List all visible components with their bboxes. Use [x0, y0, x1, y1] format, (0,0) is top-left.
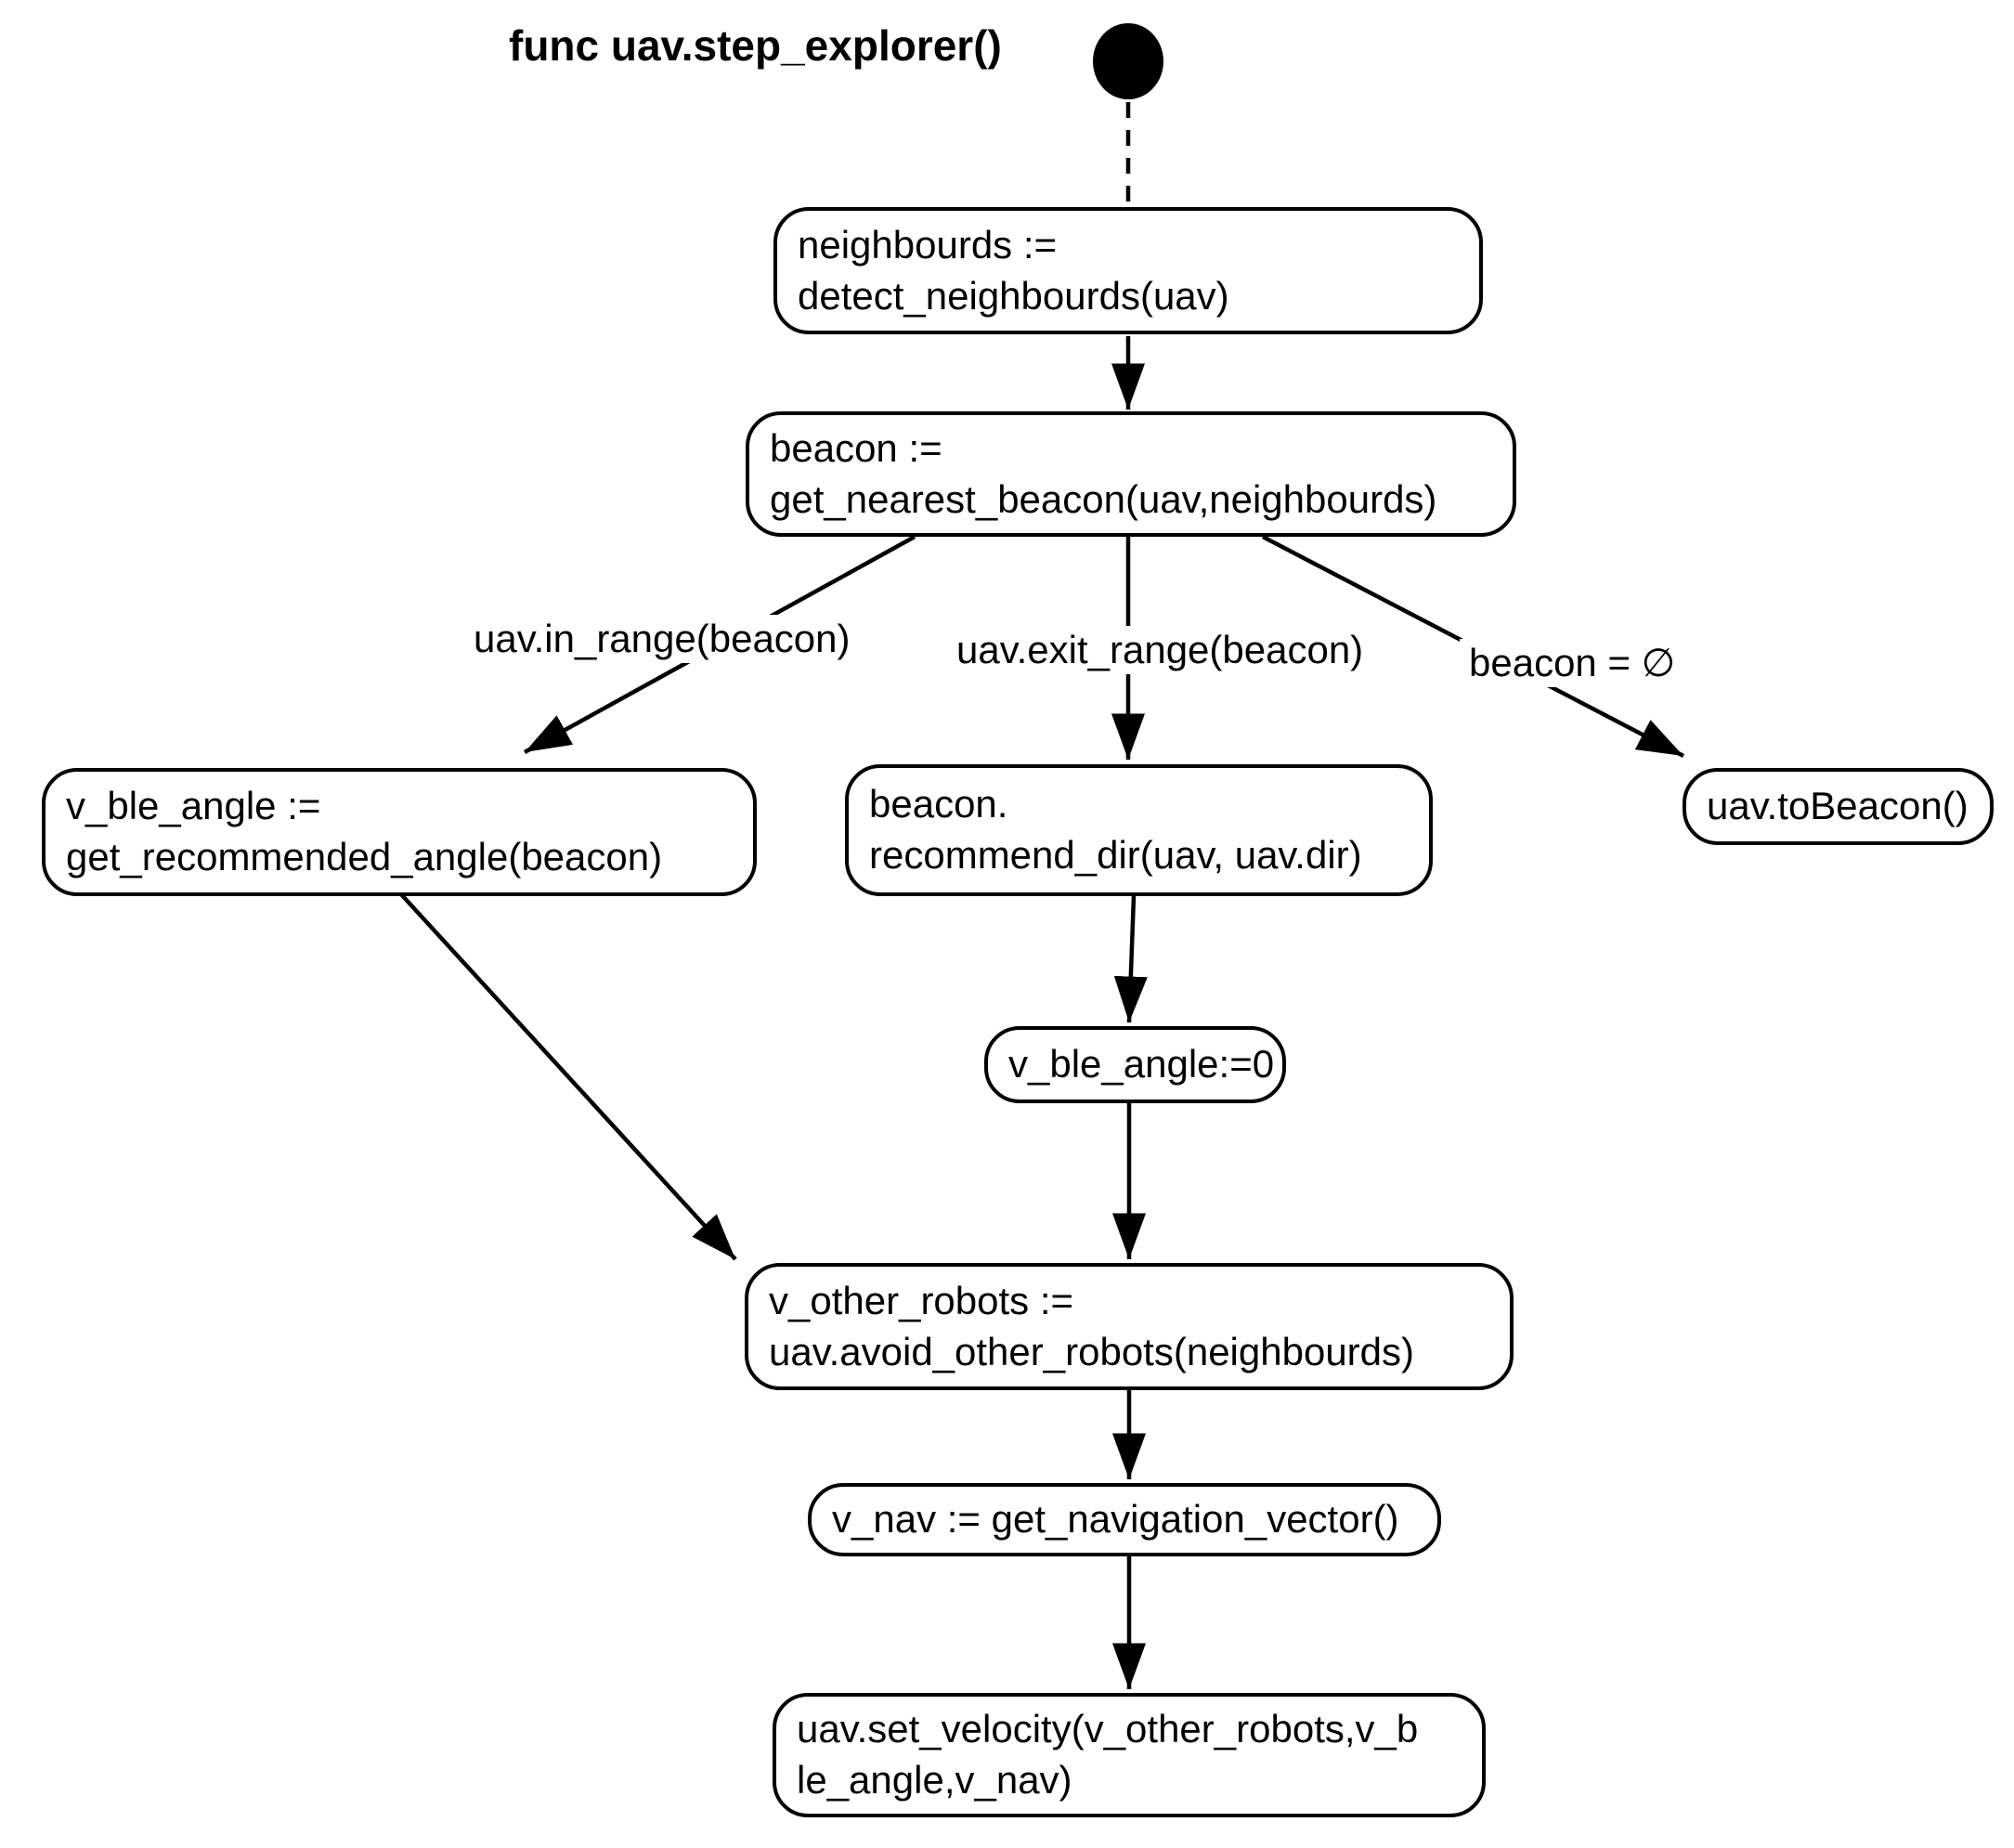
- start-state-icon: [1093, 23, 1163, 99]
- node-recommend-dir: beacon. recommend_dir(uav, uav.dir): [845, 764, 1433, 896]
- node-ble-angle-zero: v_ble_angle:=0: [984, 1026, 1286, 1103]
- node-avoid-other-robots: v_other_robots := uav.avoid_other_robots…: [745, 1263, 1514, 1390]
- node-to-beacon: uav.toBeacon(): [1683, 768, 1994, 845]
- edge-label-exit-range: uav.exit_range(beacon): [947, 626, 1373, 675]
- node-detect-neighbours-label: neighbourds := detect_neighbourds(uav): [798, 222, 1229, 318]
- node-set-velocity: uav.set_velocity(v_other_robots,v_b le_a…: [773, 1693, 1486, 1817]
- edge-recommend-dir-to-zero: [1113, 895, 1148, 1023]
- node-get-nearest-beacon: beacon := get_nearest_beacon(uav,neighbo…: [746, 411, 1516, 537]
- edge-label-beacon-empty: beacon = ∅: [1460, 639, 1685, 688]
- node-get-recommended-angle: v_ble_angle := get_recommended_angle(bea…: [42, 768, 757, 896]
- node-navigation-vector: v_nav := get_navigation_vector(): [808, 1483, 1441, 1556]
- node-ble-angle-zero-label: v_ble_angle:=0: [1008, 1042, 1275, 1087]
- node-get-nearest-beacon-label: beacon := get_nearest_beacon(uav,neighbo…: [770, 425, 1437, 521]
- diagram-title: func uav.step_explorer(): [509, 21, 1002, 70]
- edge-label-in-range: uav.in_range(beacon): [464, 615, 860, 664]
- node-set-velocity-label: uav.set_velocity(v_other_robots,v_b le_a…: [797, 1707, 1419, 1802]
- node-navigation-vector-label: v_nav := get_navigation_vector(): [832, 1497, 1399, 1542]
- node-avoid-other-robots-label: v_other_robots := uav.avoid_other_robots…: [769, 1278, 1415, 1373]
- node-recommend-dir-label: beacon. recommend_dir(uav, uav.dir): [869, 782, 1362, 877]
- node-get-recommended-angle-label: v_ble_angle := get_recommended_angle(bea…: [66, 784, 663, 878]
- edge-angle-to-avoid: [399, 892, 737, 1261]
- node-to-beacon-label: uav.toBeacon(): [1707, 784, 1969, 828]
- node-detect-neighbours: neighbourds := detect_neighbourds(uav): [773, 207, 1483, 334]
